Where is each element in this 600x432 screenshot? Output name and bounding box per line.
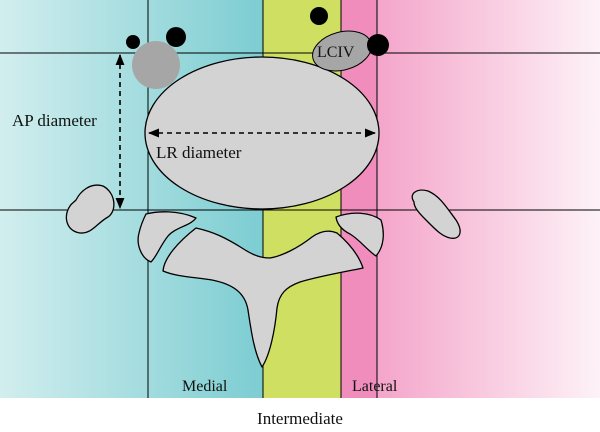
left-pedicle: [137, 211, 197, 263]
left-vessel-circle: [132, 41, 180, 89]
measurement-arrows: [115, 53, 377, 210]
right-pedicle: [335, 212, 384, 257]
black-dot-right-large: [367, 34, 389, 56]
ap-diameter-label: AP diameter: [12, 111, 97, 130]
black-dot-left-small: [126, 35, 140, 49]
intermediate-label: Intermediate: [257, 409, 343, 428]
labels: AP diameter LR diameter Medial Lateral I…: [12, 111, 398, 428]
vessels: LCIV: [132, 30, 372, 89]
black-dot-right-small: [310, 7, 328, 25]
lamina-and-spinous-process: [162, 227, 364, 368]
lateral-label: Lateral: [352, 378, 398, 395]
black-dots: [126, 7, 389, 56]
medial-label: Medial: [182, 378, 228, 395]
right-transverse-process: [411, 189, 461, 239]
lr-diameter-label: LR diameter: [156, 143, 242, 162]
lateral-zone-gradient: [377, 0, 600, 398]
left-transverse-process: [65, 184, 115, 234]
black-dot-left-large: [166, 27, 186, 47]
lciv-label: LCIV: [317, 44, 355, 61]
